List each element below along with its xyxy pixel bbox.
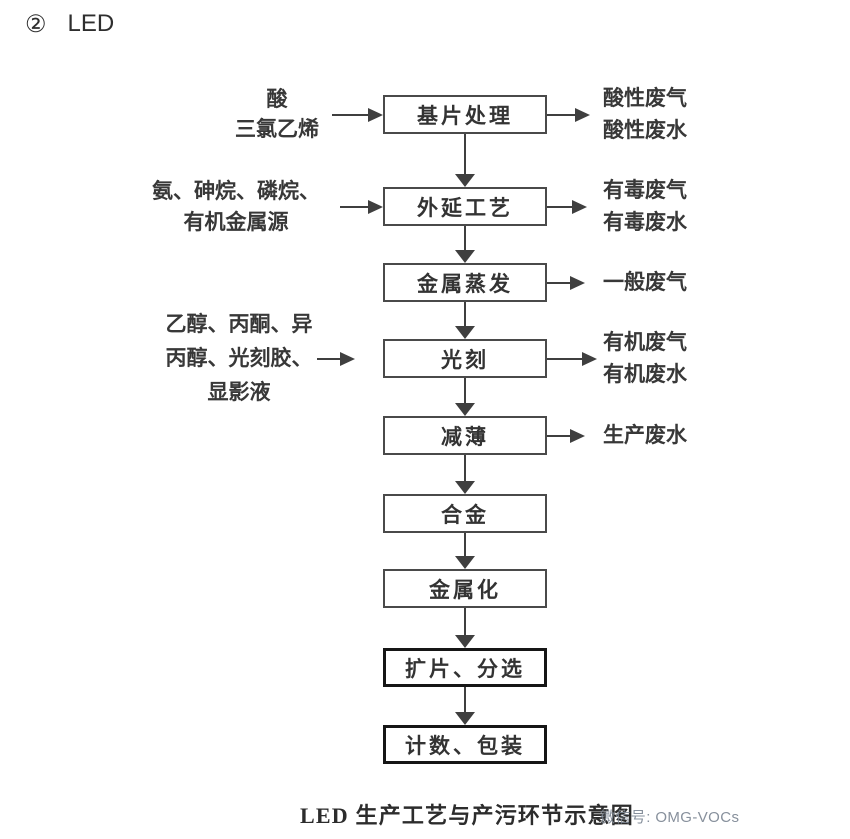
input-arrow-0-line xyxy=(332,113,371,116)
down-arrow-line-4 xyxy=(464,378,466,405)
down-arrow-head-7 xyxy=(455,635,475,648)
output-arrow-3-head xyxy=(582,351,597,366)
flow-box-2: 金属蒸发 xyxy=(383,263,547,302)
input-arrow-1-line xyxy=(340,205,371,208)
output-arrow-3-line xyxy=(547,357,585,360)
flow-box-5: 合金 xyxy=(383,494,547,533)
flow-box-1: 外延工艺 xyxy=(383,187,547,226)
input-arrow-1-head xyxy=(368,199,383,214)
output-arrow-4-line xyxy=(547,434,573,437)
output-arrow-4-head xyxy=(570,428,585,443)
flow-box-8: 计数、包装 xyxy=(383,725,547,764)
input-text-1: 氨、砷烷、磷烷、有机金属源 xyxy=(152,179,320,234)
down-arrow-head-4 xyxy=(455,403,475,416)
down-arrow-head-1 xyxy=(455,174,475,187)
flow-box-3: 光刻 xyxy=(383,339,547,378)
section-title: LED xyxy=(67,10,115,37)
output-arrow-2-head xyxy=(570,275,585,290)
down-arrow-head-6 xyxy=(455,556,475,569)
output-arrow-1-line xyxy=(547,205,575,208)
figure-caption: LED 生产工艺与产污环节示意图 xyxy=(300,803,634,828)
output-arrow-0-line xyxy=(547,113,578,116)
down-arrow-line-1 xyxy=(464,134,466,176)
watermark: 微信号: OMG-VOCs xyxy=(600,809,740,826)
flow-box-6: 金属化 xyxy=(383,569,547,608)
down-arrow-line-7 xyxy=(464,608,466,637)
flow-box-0: 基片处理 xyxy=(383,95,547,134)
down-arrow-head-8 xyxy=(455,712,475,725)
input-text-3: 乙醇、丙酮、异丙醇、光刻胶、显影液 xyxy=(165,312,313,404)
down-arrow-line-2 xyxy=(464,226,466,252)
down-arrow-line-5 xyxy=(464,455,466,483)
flow-box-4: 减薄 xyxy=(383,416,547,455)
input-arrow-3-head xyxy=(340,351,355,366)
output-text-3: 有机废气有机废水 xyxy=(603,330,687,386)
down-arrow-head-3 xyxy=(455,326,475,339)
section-heading: ② LED xyxy=(25,10,114,39)
down-arrow-head-5 xyxy=(455,481,475,494)
flow-box-7: 扩片、分选 xyxy=(383,648,547,687)
down-arrow-line-8 xyxy=(464,687,466,714)
input-arrow-0-head xyxy=(368,107,383,122)
output-arrow-2-line xyxy=(547,281,573,284)
output-arrow-0-head xyxy=(575,107,590,122)
output-text-2: 一般废气 xyxy=(603,270,687,294)
down-arrow-head-2 xyxy=(455,250,475,263)
input-arrow-3-line xyxy=(317,357,343,360)
output-text-0: 酸性废气酸性废水 xyxy=(603,86,687,142)
section-number: ② xyxy=(25,11,47,38)
output-arrow-1-head xyxy=(572,199,587,214)
down-arrow-line-3 xyxy=(464,302,466,328)
output-text-1: 有毒废气有毒废水 xyxy=(603,178,687,234)
input-text-0: 酸三氯乙烯 xyxy=(235,87,319,141)
output-text-4: 生产废水 xyxy=(603,423,687,447)
down-arrow-line-6 xyxy=(464,533,466,558)
